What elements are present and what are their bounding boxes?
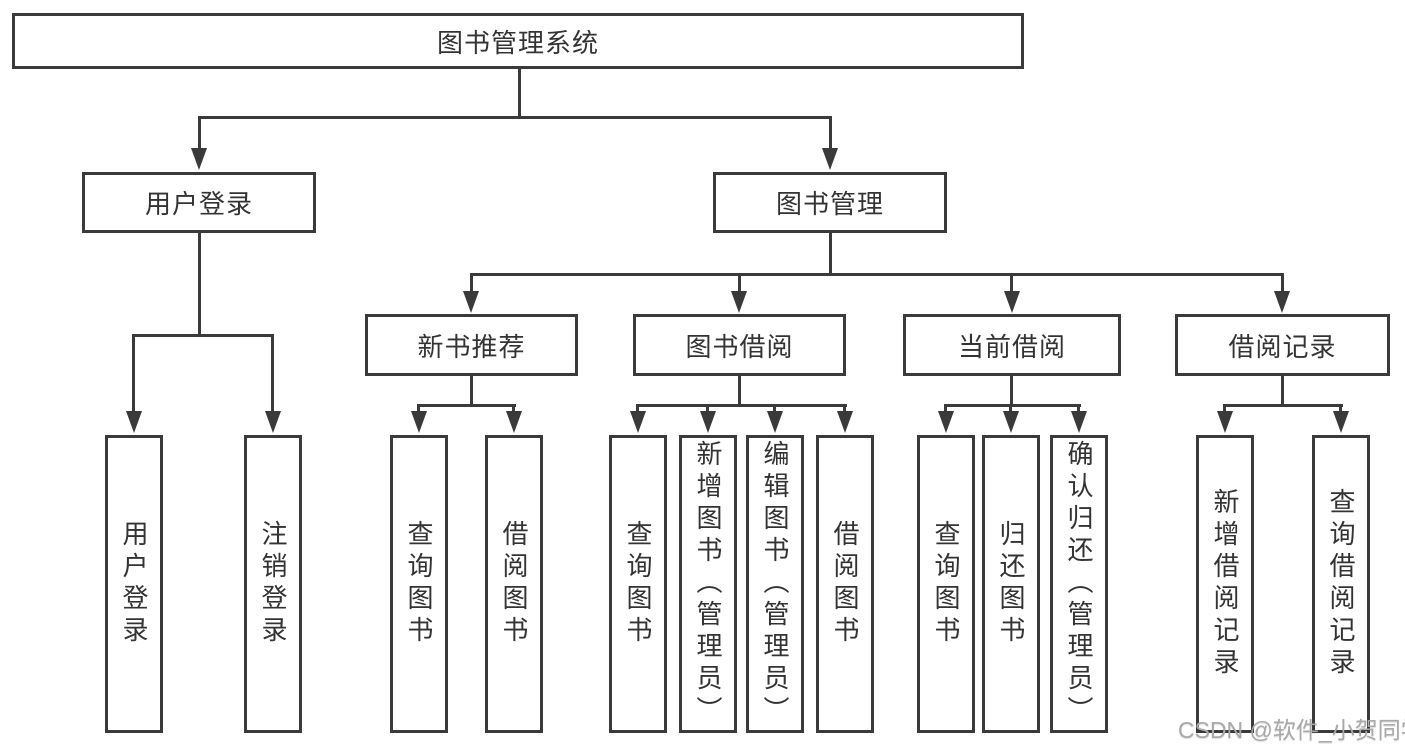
arrowhead-icon	[630, 411, 646, 433]
arrowhead-icon	[191, 148, 207, 170]
arrowhead-icon	[1333, 411, 1349, 433]
connector-line	[1009, 404, 1012, 414]
connector-line	[470, 273, 1283, 276]
connector-line	[829, 233, 832, 276]
node-borrow-record: 借阅记录	[1175, 314, 1390, 376]
connector-line	[417, 404, 516, 407]
csdn-watermark: CSDN @软件_小贺同学	[1178, 717, 1405, 743]
leaf-add-borrow-record: 新增借阅记录	[1196, 435, 1254, 733]
connector-line	[1010, 376, 1013, 407]
connector-line	[198, 233, 201, 337]
arrowhead-icon	[411, 411, 427, 433]
connector-line	[470, 376, 473, 407]
connector-line	[1223, 404, 1226, 414]
arrowhead-icon	[506, 411, 522, 433]
arrowhead-icon	[1217, 411, 1233, 433]
leaf-confirm-return-admin: 确认归还（管理员）	[1050, 435, 1108, 733]
leaf-query-book-borrow: 查询图书	[609, 435, 667, 733]
arrowhead-icon	[265, 411, 281, 433]
arrowhead-icon	[837, 411, 853, 433]
connector-line	[829, 116, 832, 150]
node-book-borrow: 图书借阅	[633, 314, 846, 376]
node-new-book-recommend: 新书推荐	[365, 314, 578, 376]
connector-line	[706, 404, 709, 414]
connector-line	[636, 404, 847, 407]
connector-line	[738, 273, 741, 293]
connector-line	[512, 404, 515, 414]
node-current-borrow: 当前借阅	[903, 314, 1121, 376]
connector-line	[271, 334, 274, 413]
leaf-return-book: 归还图书	[982, 435, 1040, 733]
leaf-borrow-book-recommend: 借阅图书	[485, 435, 543, 733]
connector-line	[198, 116, 832, 119]
connector-line	[636, 404, 639, 414]
leaf-query-book-current: 查询图书	[917, 435, 975, 733]
leaf-edit-book-admin: 编辑图书（管理员）	[746, 435, 804, 733]
leaf-add-book-admin: 新增图书（管理员）	[679, 435, 737, 733]
connector-line	[944, 404, 947, 414]
connector-line	[417, 404, 420, 414]
arrowhead-icon	[767, 411, 783, 433]
leaf-logout-login: 注销登录	[244, 435, 302, 733]
connector-line	[132, 334, 135, 413]
arrowhead-icon	[731, 291, 747, 313]
node-user-login: 用户登录	[82, 172, 316, 233]
arrowhead-icon	[463, 291, 479, 313]
connector-line	[1281, 273, 1284, 293]
leaf-user-login: 用户登录	[105, 435, 163, 733]
connector-line	[1339, 404, 1342, 414]
connector-line	[843, 404, 846, 414]
connector-line	[1010, 273, 1013, 293]
leaf-borrow-book: 借阅图书	[816, 435, 874, 733]
arrowhead-icon	[126, 411, 142, 433]
arrowhead-icon	[1274, 291, 1290, 313]
arrowhead-icon	[938, 411, 954, 433]
connector-line	[1223, 404, 1343, 407]
leaf-query-borrow-record: 查询借阅记录	[1312, 435, 1370, 733]
connector-line	[944, 404, 1081, 407]
connector-line	[132, 334, 274, 337]
arrowhead-icon	[700, 411, 716, 433]
node-library-management-system: 图书管理系统	[12, 13, 1024, 69]
connector-line	[518, 68, 521, 119]
arrowhead-icon	[1004, 291, 1020, 313]
arrowhead-icon	[1071, 411, 1087, 433]
connector-line	[198, 116, 201, 150]
arrowhead-icon	[1003, 411, 1019, 433]
arrowhead-icon	[822, 148, 838, 170]
connector-line	[1077, 404, 1080, 414]
leaf-query-book-recommend: 查询图书	[390, 435, 448, 733]
node-book-management: 图书管理	[713, 172, 947, 233]
connector-line	[470, 273, 473, 293]
connector-line	[773, 404, 776, 414]
connector-line	[738, 376, 741, 407]
connector-line	[1281, 376, 1284, 407]
